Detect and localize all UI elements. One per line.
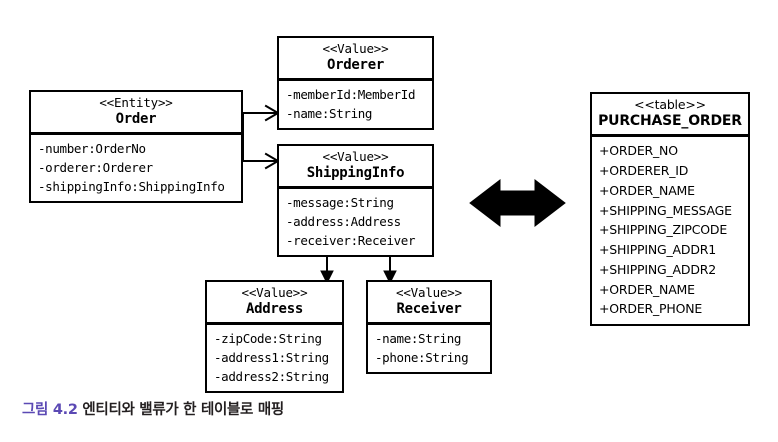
connector-order-to-shipping-info <box>243 152 280 170</box>
uml-class-address-stereotype: <<Value>> <box>241 285 308 300</box>
uml-class-receiver-stereotype: <<Value>> <box>396 285 462 300</box>
uml-class-order-name: Order <box>115 111 157 128</box>
uml-class-order-header: <<Entity>> Order <box>29 90 243 135</box>
uml-class-address-name: Address <box>246 301 303 318</box>
uml-attribute: -zipCode:String <box>214 331 322 347</box>
uml-class-shipping-info-stereotype: <<Value>> <box>322 149 389 164</box>
uml-class-order[interactable]: <<Entity>> Order -number:OrderNo -ordere… <box>29 90 243 204</box>
uml-attribute: -receiver:Receiver <box>286 233 416 249</box>
double-headed-arrow-icon <box>469 178 566 228</box>
uml-class-receiver-attributes: -name:String -phone:String <box>366 323 492 375</box>
uml-attribute: -phone:String <box>375 350 469 366</box>
uml-attribute: -name:String <box>286 106 373 122</box>
uml-class-order-attributes: -number:OrderNo -orderer:Orderer -shippi… <box>29 133 243 204</box>
table-column: +ORDER_NAME <box>599 182 695 198</box>
table-column: +ORDER_NAME <box>599 281 695 297</box>
table-column: +SHIPPING_ADDR1 <box>599 242 716 258</box>
uml-class-address[interactable]: <<Value>> Address -zipCode:String -addre… <box>205 280 344 394</box>
connector-order-to-orderer <box>243 104 280 122</box>
uml-class-orderer-name: Orderer <box>327 57 384 74</box>
table-column: +ORDER_PHONE <box>599 301 703 317</box>
uml-class-orderer-stereotype: <<Value>> <box>322 41 389 56</box>
uml-attribute: -memberId:MemberId <box>286 87 416 103</box>
uml-class-receiver-header: <<Value>> Receiver <box>366 280 492 325</box>
uml-table-purchase-order-name: PURCHASE_ORDER <box>598 113 742 130</box>
uml-class-shipping-info-attributes: -message:String -address:Address -receiv… <box>277 187 434 258</box>
uml-class-shipping-info-header: <<Value>> ShippingInfo <box>277 144 434 189</box>
figure-caption-text: 엔티티와 밸류가 한 테이블로 매핑 <box>82 402 284 418</box>
table-column: +SHIPPING_ZIPCODE <box>599 222 728 238</box>
uml-attribute: -address1:String <box>214 350 329 366</box>
uml-table-purchase-order-stereotype: <<table>> <box>634 97 706 112</box>
uml-class-receiver-name: Receiver <box>396 301 462 318</box>
table-column: +SHIPPING_ADDR2 <box>599 261 716 277</box>
uml-attribute: -name:String <box>375 331 462 347</box>
table-column: +ORDER_NO <box>599 143 678 159</box>
uml-table-purchase-order-header: <<table>> PURCHASE_ORDER <box>590 92 750 137</box>
uml-class-receiver[interactable]: <<Value>> Receiver -name:String -phone:S… <box>366 280 492 375</box>
uml-class-shipping-info[interactable]: <<Value>> ShippingInfo -message:String -… <box>277 144 434 258</box>
uml-attribute: -orderer:Orderer <box>38 160 153 176</box>
uml-attribute: -shippingInfo:ShippingInfo <box>38 179 225 195</box>
uml-class-order-stereotype: <<Entity>> <box>99 95 173 110</box>
table-column: +ORDERER_ID <box>599 163 689 179</box>
uml-attribute: -number:OrderNo <box>38 141 146 157</box>
figure-caption: 그림 4.2 엔티티와 밸류가 한 테이블로 매핑 <box>22 398 284 419</box>
figure-number: 그림 4.2 <box>22 402 78 418</box>
uml-table-purchase-order[interactable]: <<table>> PURCHASE_ORDER +ORDER_NO +ORDE… <box>590 92 750 327</box>
uml-attribute: -address2:String <box>214 369 329 385</box>
uml-class-address-attributes: -zipCode:String -address1:String -addres… <box>205 323 344 394</box>
table-column: +SHIPPING_MESSAGE <box>599 202 732 218</box>
uml-attribute: -address:Address <box>286 214 401 230</box>
uml-class-shipping-info-name: ShippingInfo <box>306 165 405 182</box>
uml-class-address-header: <<Value>> Address <box>205 280 344 325</box>
uml-table-purchase-order-columns: +ORDER_NO +ORDERER_ID +ORDER_NAME +SHIPP… <box>590 135 750 327</box>
uml-class-orderer-header: <<Value>> Orderer <box>277 36 434 81</box>
uml-attribute: -message:String <box>286 195 394 211</box>
uml-class-orderer[interactable]: <<Value>> Orderer -memberId:MemberId -na… <box>277 36 434 131</box>
uml-class-orderer-attributes: -memberId:MemberId -name:String <box>277 79 434 131</box>
